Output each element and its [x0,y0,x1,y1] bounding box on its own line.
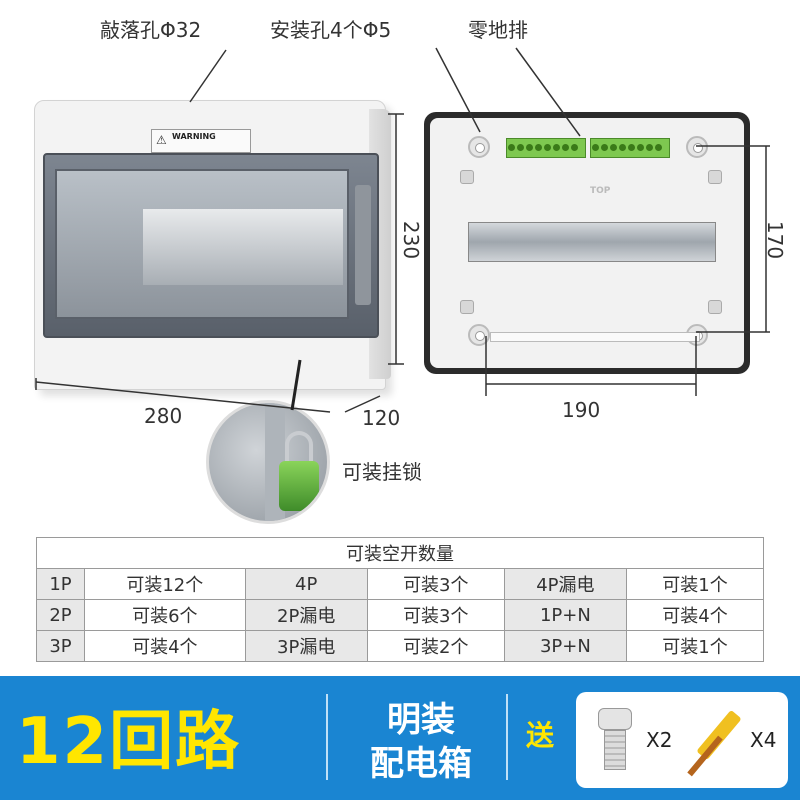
mount-hole [468,136,490,158]
warning-icon: ⚠ [156,133,167,147]
banner-divider [506,694,508,780]
mount-peg [708,170,722,184]
table-cell: 可装12个 [84,568,246,600]
table-cell: 2P漏电 [244,599,368,631]
padlock-inset [206,400,330,524]
table-cell: 4P [244,568,368,600]
table-cell: 可装1个 [626,568,764,600]
ground-busbar [590,138,670,158]
table-cell: 4P漏电 [503,568,628,600]
mount-peg [460,300,474,314]
table-cell: 可装4个 [626,599,764,631]
table-cell: 可装6个 [84,599,246,631]
cable-gland-icon [596,708,634,772]
mount-peg [708,300,722,314]
depth-dimension: 120 [362,406,401,430]
table-cell: 可装4个 [84,630,246,662]
table-cell: 可装3个 [366,568,505,600]
box-front-view: ⚠ WARNING [34,100,391,390]
anchor-quantity: X4 [750,728,777,752]
warning-text: WARNING [172,132,216,141]
din-rail [468,222,716,262]
table-title: 可装空开数量 [36,537,764,569]
neutral-bar-label: 零地排 [468,18,528,42]
mount-hole [686,136,708,158]
breaker-capacity-table: 可装空开数量 1P 可装12个 4P 可装3个 4P漏电 可装1个 2P 可装6… [35,537,764,662]
mount-width-dimension: 190 [562,398,601,422]
mount-holes-label: 安装孔4个Φ5 [270,18,392,42]
table-cell: 1P [35,568,86,600]
gift-label: 送 [526,719,555,752]
warning-label: ⚠ WARNING [151,129,251,153]
transparent-lid [43,153,379,338]
top-mark: TOP [590,186,611,196]
knockout-hole-label: 敲落孔Φ32 [100,18,202,42]
padlock-note: 可装挂锁 [342,460,422,484]
box-inside-panel: TOP [430,118,744,368]
table-row: 2P 可装6个 2P漏电 可装3个 1P+N 可装4个 [35,599,764,631]
table-row: 1P 可装12个 4P 可装3个 4P漏电 可装1个 [35,568,764,600]
table-cell: 1P+N [503,599,628,631]
neutral-busbar [506,138,586,158]
gift-panel: X2 X4 [576,692,788,788]
circuit-count-title: 12回路 [16,705,242,779]
table-row: 3P 可装4个 3P漏电 可装2个 3P+N 可装1个 [35,630,764,662]
box-inside-view: TOP [424,112,750,374]
mount-type-line1: 明装 [387,700,455,740]
table-cell: 可装3个 [366,599,505,631]
product-banner: 12回路 明装 配电箱 送 X2 X4 [0,676,800,800]
gland-quantity: X2 [646,728,673,752]
breaker-slot [143,209,343,285]
mount-hole [468,324,490,346]
table-cell: 3P+N [503,630,628,662]
table-cell: 可装1个 [626,630,764,662]
width-dimension: 280 [144,404,183,428]
table-cell: 3P漏电 [244,630,368,662]
bottom-support [490,332,700,342]
lid-hinge [355,185,371,305]
table-cell: 2P [35,599,86,631]
mount-type-line2: 配电箱 [370,744,472,784]
table-cell: 可装2个 [366,630,505,662]
padlock-icon [279,461,319,511]
height-dimension: 230 [399,220,424,260]
lid-window [55,169,349,319]
table-cell: 3P [35,630,86,662]
mount-peg [460,170,474,184]
padlock-shackle-icon [285,431,313,467]
mount-height-dimension: 170 [763,220,788,260]
banner-divider [326,694,328,780]
